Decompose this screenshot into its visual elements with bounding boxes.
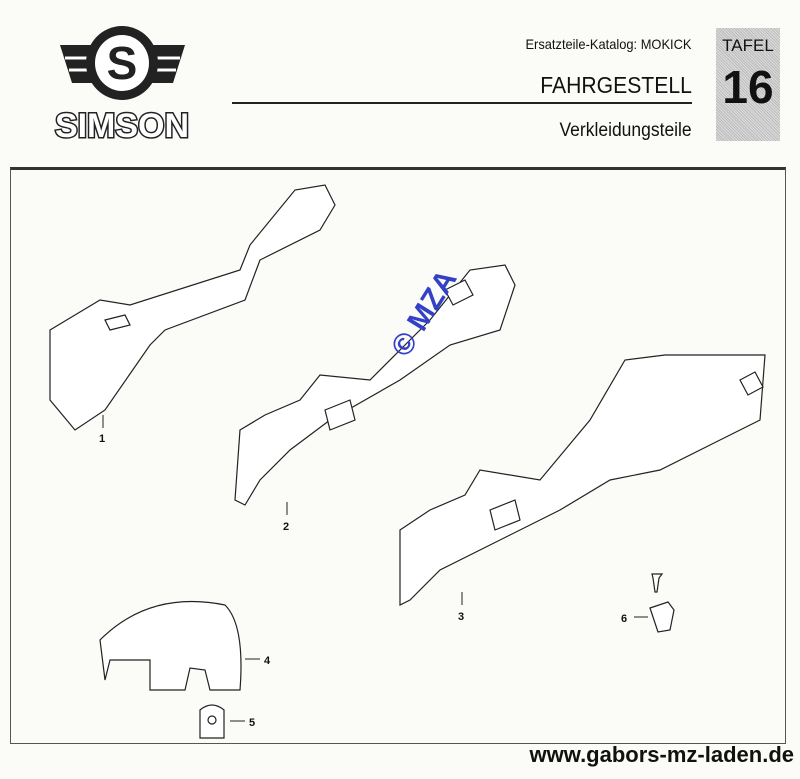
part-4-cover bbox=[99, 600, 242, 691]
svg-text:S: S bbox=[107, 37, 138, 89]
simson-logo: S SIMSON bbox=[53, 26, 191, 145]
header-divider bbox=[232, 102, 692, 104]
plate-number: 16 bbox=[722, 61, 774, 113]
callout-6: 6 bbox=[621, 613, 627, 625]
plate-box: TAFEL 16 bbox=[716, 28, 780, 141]
section-title: FAHRGESTELL bbox=[540, 72, 692, 98]
callout-4: 4 bbox=[264, 655, 271, 667]
subsection-title: Verkleidungsteile bbox=[559, 120, 692, 141]
catalog-title: Ersatzteile-Katalog: MOKICK bbox=[525, 36, 692, 52]
footer-url: www.gabors-mz-laden.de bbox=[529, 742, 794, 767]
svg-text:SIMSON: SIMSON bbox=[55, 107, 189, 145]
callout-1: 1 bbox=[99, 433, 105, 445]
callout-3: 3 bbox=[458, 611, 464, 623]
drawing-frame bbox=[10, 167, 786, 744]
callout-5: 5 bbox=[249, 717, 255, 729]
part-2-side-panel bbox=[234, 264, 516, 506]
plate-label: TAFEL bbox=[722, 36, 774, 55]
part-1-side-panel bbox=[49, 184, 336, 431]
callout-2: 2 bbox=[283, 521, 289, 533]
part-3-side-panel bbox=[399, 354, 766, 606]
part-5-clip bbox=[199, 704, 225, 739]
part-6-screw-and-nut bbox=[649, 573, 675, 633]
